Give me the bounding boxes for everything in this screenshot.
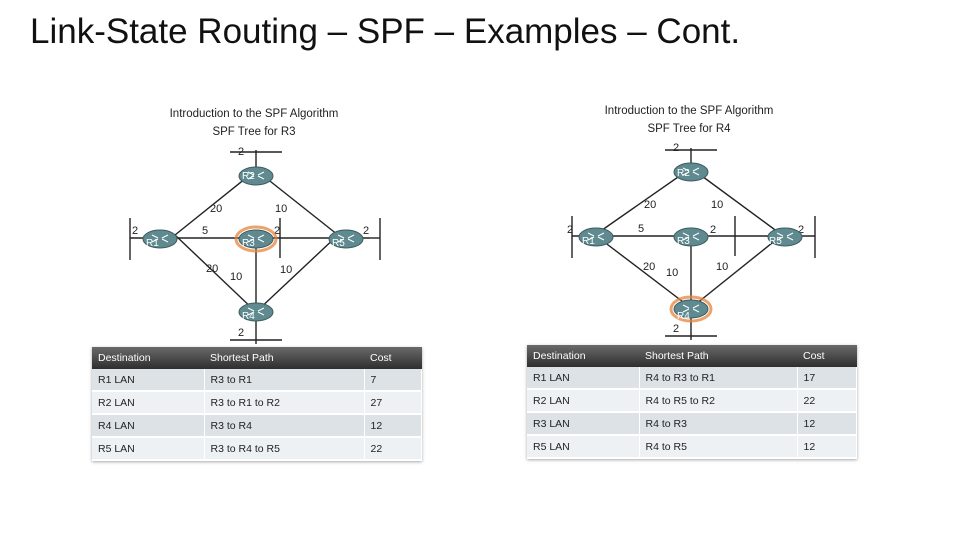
router-label: R4 xyxy=(677,311,690,322)
cost-r1-r4: 20 xyxy=(206,263,218,275)
table-row: R3 LAN R4 to R3 12 xyxy=(527,412,857,436)
cell-cost: 22 xyxy=(797,389,857,413)
cell-cost: 12 xyxy=(364,414,422,438)
slide-title: Link-State Routing – SPF – Examples – Co… xyxy=(30,12,741,51)
cell-path: R3 to R1 xyxy=(204,369,365,392)
router-label: R3 xyxy=(677,236,690,247)
cost-r3-r4: 10 xyxy=(230,271,242,283)
cost-r2-r5: 10 xyxy=(275,203,287,215)
col-header: Shortest Path xyxy=(204,347,364,369)
cell-destination: R3 LAN xyxy=(527,412,640,436)
cost-r3-lan: 2 xyxy=(274,225,280,237)
cell-destination: R2 LAN xyxy=(527,389,640,413)
router-r2-icon: R2 xyxy=(673,162,709,182)
cost-r3-lan: 2 xyxy=(710,224,716,236)
router-label: R3 xyxy=(242,238,255,249)
table-row: R5 LAN R3 to R4 to R5 22 xyxy=(92,437,422,461)
table-header-row: Destination Shortest Path Cost xyxy=(527,345,857,367)
panel-subheading: SPF Tree for R3 xyxy=(212,126,295,138)
cell-path: R4 to R3 to R1 xyxy=(639,367,798,390)
cell-path: R4 to R5 xyxy=(639,435,798,459)
cell-path: R3 to R4 xyxy=(204,414,365,438)
router-r5-icon: R5 xyxy=(767,227,803,247)
cell-cost: 7 xyxy=(364,369,422,392)
col-header: Destination xyxy=(527,345,639,367)
router-r3-icon: R3 xyxy=(234,225,278,253)
router-label: R5 xyxy=(332,238,345,249)
cell-destination: R5 LAN xyxy=(527,435,640,459)
cost-r4-lan: 2 xyxy=(673,323,679,335)
cell-cost: 27 xyxy=(364,391,422,415)
col-header: Shortest Path xyxy=(639,345,797,367)
col-header: Destination xyxy=(92,347,204,369)
panel-subheading: SPF Tree for R4 xyxy=(647,123,731,135)
router-r3-icon: R3 xyxy=(673,227,709,247)
table-header-row: Destination Shortest Path Cost xyxy=(92,347,422,369)
cost-r1-lan: 2 xyxy=(132,225,138,237)
cost-r3-r4: 10 xyxy=(666,267,678,279)
cost-r5-r4: 10 xyxy=(280,264,292,276)
cell-path: R3 to R4 to R5 xyxy=(204,437,365,461)
router-r5-icon: R5 xyxy=(328,229,364,249)
spf-table-r3: Destination Shortest Path Cost R1 LAN R3… xyxy=(92,347,422,461)
cell-path: R4 to R3 xyxy=(639,412,798,436)
cost-r5-lan: 2 xyxy=(798,224,804,236)
topology-diagram-r4: Introduction to the SPF Algorithm SPF Tr… xyxy=(567,105,816,340)
cell-destination: R2 LAN xyxy=(92,391,205,415)
cost-r2-lan: 2 xyxy=(673,142,679,154)
link-r5-r4 xyxy=(255,234,339,313)
link-r5-r4 xyxy=(690,234,783,309)
router-r1-icon: R1 xyxy=(578,227,614,247)
router-label: R1 xyxy=(582,236,595,247)
cell-destination: R5 LAN xyxy=(92,437,205,461)
router-label: R1 xyxy=(146,238,159,249)
cost-r1-r3: 5 xyxy=(638,223,644,235)
cost-r5-r4: 10 xyxy=(716,261,728,273)
cell-cost: 12 xyxy=(797,435,857,459)
spf-panel-r3: Introduction to the SPF Algorithm SPF Tr… xyxy=(80,100,430,470)
router-label: R4 xyxy=(242,311,255,322)
cost-r1-lan: 2 xyxy=(567,224,573,236)
link-r1-r4 xyxy=(174,234,257,313)
cost-r1-r4: 20 xyxy=(643,261,655,273)
cost-r4-lan: 2 xyxy=(238,327,244,339)
cost-r5-lan: 2 xyxy=(363,225,369,237)
cell-destination: R1 LAN xyxy=(92,369,205,392)
router-r1-icon: R1 xyxy=(142,229,178,249)
router-label: R2 xyxy=(677,168,690,179)
table-row: R1 LAN R4 to R3 to R1 17 xyxy=(527,367,857,390)
cell-cost: 17 xyxy=(797,367,857,390)
cell-cost: 12 xyxy=(797,412,857,436)
cell-path: R4 to R5 to R2 xyxy=(639,389,798,413)
link-r1-r2 xyxy=(594,167,692,236)
router-label: R2 xyxy=(242,171,255,182)
spf-table-r4: Destination Shortest Path Cost R1 LAN R4… xyxy=(527,345,857,459)
cost-r2-r5: 10 xyxy=(711,199,723,211)
panel-heading: Introduction to the SPF Algorithm xyxy=(605,105,774,117)
table-row: R2 LAN R4 to R5 to R2 22 xyxy=(527,389,857,413)
router-label: R5 xyxy=(769,236,782,247)
cell-destination: R4 LAN xyxy=(92,414,205,438)
router-r4-icon: R4 xyxy=(669,295,713,323)
cost-r2-lan: 2 xyxy=(238,146,244,158)
link-r2-r5 xyxy=(690,167,783,236)
router-r4-icon: R4 xyxy=(238,302,274,322)
col-header: Cost xyxy=(797,345,857,367)
router-r2-icon: R2 xyxy=(238,166,274,186)
table-row: R4 LAN R3 to R4 12 xyxy=(92,414,422,438)
cell-destination: R1 LAN xyxy=(527,367,640,390)
cost-r1-r2: 20 xyxy=(210,203,222,215)
cell-path: R3 to R1 to R2 xyxy=(204,391,365,415)
table-row: R2 LAN R3 to R1 to R2 27 xyxy=(92,391,422,415)
topology-diagram-r3: Introduction to the SPF Algorithm SPF Tr… xyxy=(129,108,381,344)
cost-r1-r3: 5 xyxy=(202,225,208,237)
table-row: R1 LAN R3 to R1 7 xyxy=(92,369,422,392)
table-row: R5 LAN R4 to R5 12 xyxy=(527,435,857,459)
cost-r1-r2: 20 xyxy=(644,199,656,211)
spf-panel-r4: Introduction to the SPF Algorithm SPF Tr… xyxy=(520,100,870,470)
cell-cost: 22 xyxy=(364,437,422,461)
panel-heading: Introduction to the SPF Algorithm xyxy=(170,108,339,120)
link-r1-r4 xyxy=(594,234,692,309)
col-header: Cost xyxy=(364,347,422,369)
